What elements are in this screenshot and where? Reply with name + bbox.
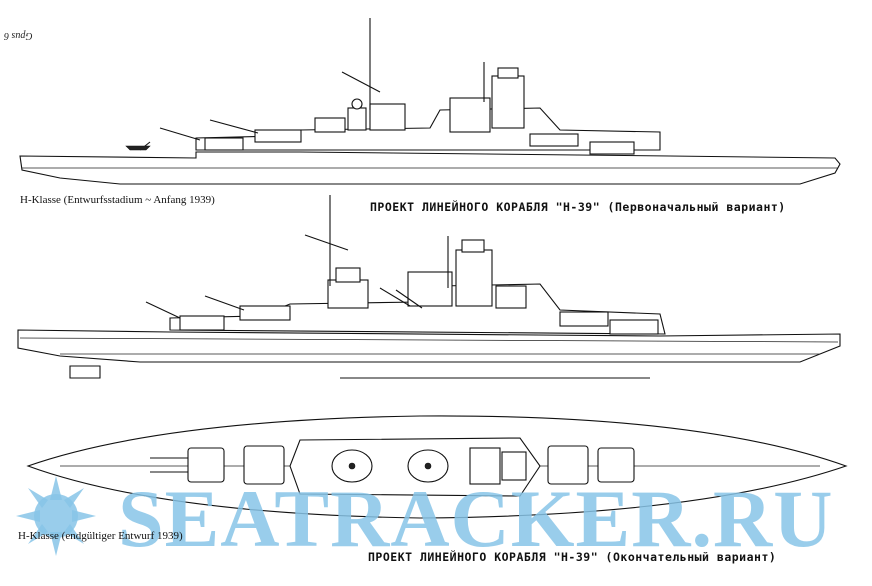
- caption-final-german: H-Klasse (endgültiger Entwurf 1939): [18, 530, 183, 542]
- caption-final-russian: ПРОЕКТ ЛИНЕЙНОГО КОРАБЛЯ "Н-39" (Окончат…: [368, 550, 777, 564]
- caption-early-german: H-Klasse (Entwurfsstadium ~ Anfang 1939): [20, 194, 215, 206]
- caption-early-russian: ПРОЕКТ ЛИНЕЙНОГО КОРАБЛЯ "Н-39" (Первона…: [370, 200, 786, 214]
- watermark-text: SEATRACKER.RU: [118, 473, 834, 564]
